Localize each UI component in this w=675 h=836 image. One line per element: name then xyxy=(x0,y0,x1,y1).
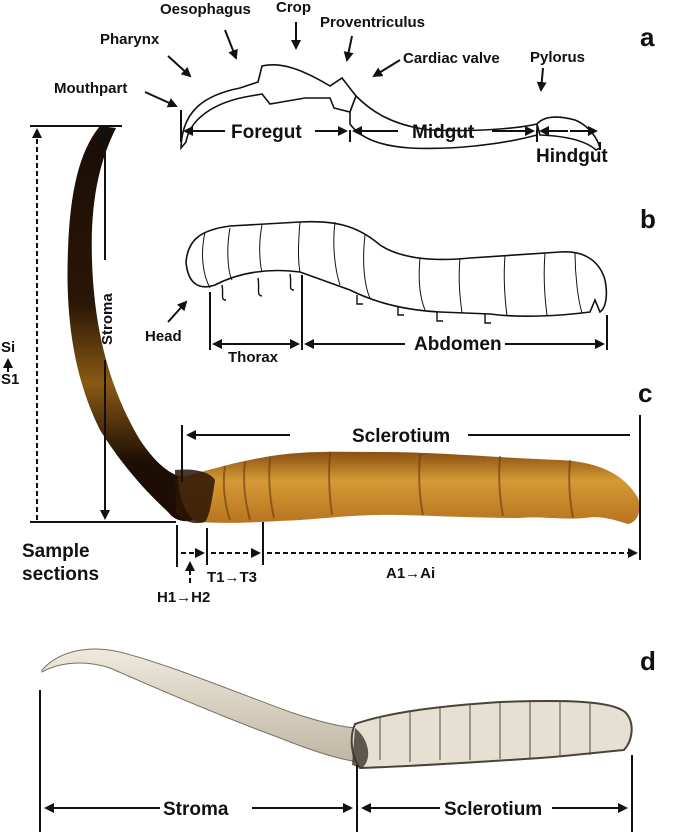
label-thorax: Thorax xyxy=(228,349,279,366)
label-h1-h2: H1→H2 xyxy=(157,589,210,606)
label-stroma-c: Stroma xyxy=(99,293,116,345)
label-pylorus: Pylorus xyxy=(530,49,585,66)
sclerotium-dark-base xyxy=(175,469,215,524)
panel-letter-d: d xyxy=(640,646,656,676)
label-foregut: Foregut xyxy=(231,122,302,143)
gut-outline xyxy=(180,64,601,151)
larva-region-brackets xyxy=(209,275,608,350)
panel-b-larva-diagram: b Head Thorax Abdomen xyxy=(145,204,656,366)
panel-d-cordyceps-photo: d Stroma Sclerotium xyxy=(39,646,656,832)
panel-letter-a: a xyxy=(640,22,655,52)
label-head: Head xyxy=(145,328,182,345)
label-sclerotium-d: Sclerotium xyxy=(444,799,542,820)
larva-legs xyxy=(221,273,491,324)
label-pharynx: Pharynx xyxy=(100,31,160,48)
sclerotium-bracket xyxy=(181,415,641,560)
panel-c-cordyceps-photo: c Stroma Si S1 Sclerotium Sample section xyxy=(1,125,652,606)
arrow-pharynx xyxy=(167,55,192,78)
arrow-proventriculus xyxy=(343,35,354,62)
label-a1-ai: A1→Ai xyxy=(386,565,435,582)
larva-outline xyxy=(185,220,608,317)
gut-region-brackets xyxy=(180,110,601,150)
panel-a-gut-diagram: a Oesophagus Crop Proventriculus Pharynx… xyxy=(54,0,655,167)
stroma-sclerotium-brackets xyxy=(39,690,633,832)
stroma-dark xyxy=(67,126,200,522)
sclerotium-body xyxy=(178,451,640,524)
sclerotium-pale xyxy=(350,700,633,770)
panel-letter-b: b xyxy=(640,204,656,234)
label-sclerotium-c: Sclerotium xyxy=(352,426,450,447)
label-oesophagus: Oesophagus xyxy=(160,1,251,18)
label-sample-sections-2: sections xyxy=(22,564,99,585)
label-proventriculus: Proventriculus xyxy=(320,14,425,31)
label-t1-t3: T1→T3 xyxy=(207,569,257,586)
label-crop: Crop xyxy=(276,0,311,16)
panel-letter-c: c xyxy=(638,378,652,408)
label-midgut: Midgut xyxy=(412,122,475,143)
arrow-cardiac-valve xyxy=(372,59,401,78)
label-cardiac-valve: Cardiac valve xyxy=(403,50,500,67)
label-s1: S1 xyxy=(1,371,19,388)
arrow-head xyxy=(167,300,188,323)
sclerotium-pale-ridges xyxy=(379,702,591,762)
sclerotium-ridges xyxy=(222,451,574,521)
label-stroma-d: Stroma xyxy=(163,799,229,820)
label-si: Si xyxy=(1,339,15,356)
label-mouthpart: Mouthpart xyxy=(54,80,127,97)
arrow-oesophagus xyxy=(224,29,238,60)
stroma-pale xyxy=(41,648,361,763)
label-hindgut: Hindgut xyxy=(536,146,608,167)
section-markers xyxy=(176,522,638,583)
label-abdomen: Abdomen xyxy=(414,334,502,355)
arrow-mouthpart xyxy=(144,91,178,108)
larva-segments xyxy=(202,221,583,317)
label-sample-sections-1: Sample xyxy=(22,541,90,562)
arrow-pylorus xyxy=(536,67,547,92)
